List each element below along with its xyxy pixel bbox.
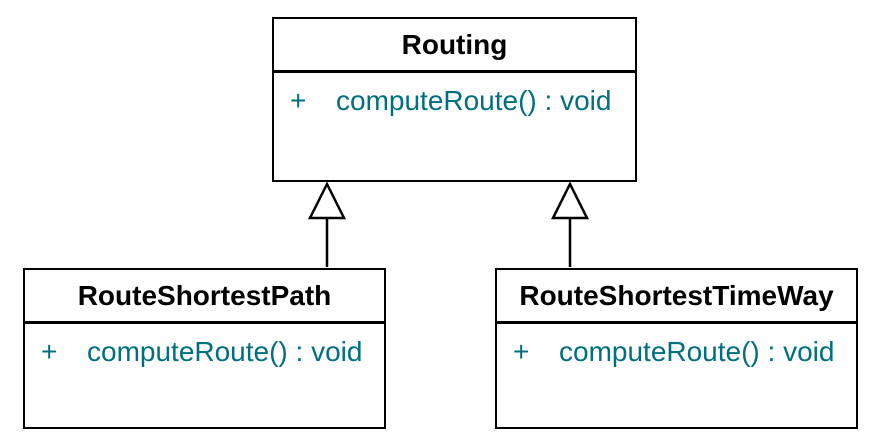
class-name-routing: Routing — [274, 19, 635, 73]
class-box-route-shortest-time-way: RouteShortestTimeWay + computeRoute() : … — [495, 268, 858, 429]
generalization-arrow-left — [307, 181, 347, 267]
members-compartment: + computeRoute() : void — [274, 73, 635, 180]
class-box-routing: Routing + computeRoute() : void — [272, 17, 637, 182]
generalization-arrow-right — [550, 181, 590, 267]
visibility-public-symbol: + — [41, 336, 58, 367]
member-signature: computeRoute() : void — [559, 336, 835, 367]
member-row: + computeRoute() : void — [274, 73, 635, 116]
members-compartment: + computeRoute() : void — [25, 324, 384, 427]
members-compartment: + computeRoute() : void — [497, 324, 856, 427]
member-row: + computeRoute() : void — [25, 324, 384, 367]
class-box-route-shortest-path: RouteShortestPath + computeRoute() : voi… — [23, 268, 386, 429]
class-name-route-shortest-path: RouteShortestPath — [25, 270, 384, 324]
class-name-route-shortest-time-way: RouteShortestTimeWay — [497, 270, 856, 324]
member-signature: computeRoute() : void — [87, 336, 363, 367]
member-signature: computeRoute() : void — [336, 85, 612, 116]
member-row: + computeRoute() : void — [497, 324, 856, 367]
visibility-public-symbol: + — [290, 85, 307, 116]
visibility-public-symbol: + — [513, 336, 530, 367]
